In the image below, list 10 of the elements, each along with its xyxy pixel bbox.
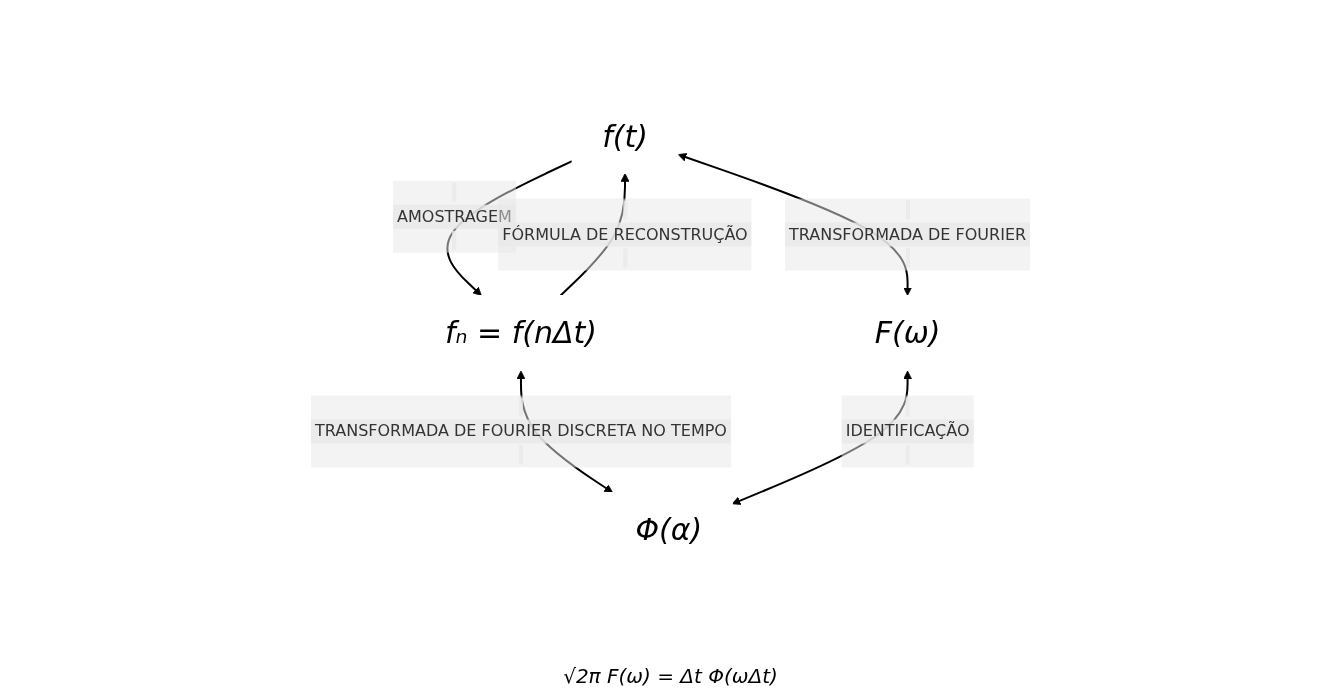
edge-label: TRANSFORMADA DE FOURIER DISCRETA NO TEMPO: [314, 421, 727, 441]
node-text: F(ω): [874, 315, 941, 351]
edge-label: AMOSTRAGEM: [397, 206, 512, 226]
node-text: f(t): [602, 118, 648, 154]
edge-label: FÓRMULA DE RECONSTRUÇÃO: [502, 224, 748, 244]
edge-label: IDENTIFICAÇÃO: [845, 421, 970, 441]
node-text: fₙ = f(nΔt): [444, 315, 597, 351]
node-text: Φ(α): [635, 512, 703, 548]
formula-text: √2π F(ω) = Δt Φ(ωΔt): [563, 664, 778, 688]
edge-label: TRANSFORMADA DE FOURIER: [788, 224, 1027, 244]
